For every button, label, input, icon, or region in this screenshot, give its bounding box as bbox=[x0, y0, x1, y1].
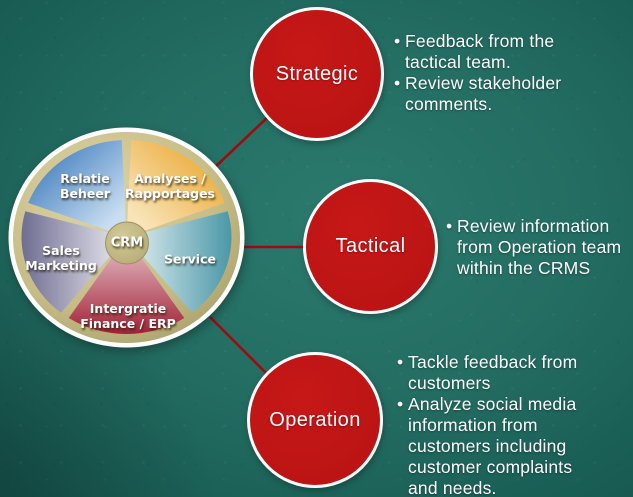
bullet-item: Feedback from the tactical team. bbox=[394, 31, 609, 73]
wheel-label-intergratie-finance-erp: Intergratie Finance / ERP bbox=[80, 301, 176, 331]
wheel-segment-service bbox=[126, 211, 232, 313]
bullet-item: Tackle feedback from customers bbox=[397, 352, 627, 394]
wheel-label-analyses-rapportages: Analyses / Rapportages bbox=[125, 171, 215, 201]
level-circle-label: Tactical bbox=[335, 235, 406, 257]
wheel-label-relatie-beheer: Relatie Beheer bbox=[59, 171, 111, 201]
notes-strategic: Feedback from the tactical team. Review … bbox=[394, 31, 609, 115]
notes-tactical: Review information from Operation team w… bbox=[446, 216, 631, 279]
bullet-item: Analyze social media information from cu… bbox=[397, 394, 627, 497]
bullet-item: Review stakeholder comments. bbox=[394, 73, 609, 115]
wheel-segment-analyses-rapportages bbox=[126, 140, 225, 237]
wheel-segment-sales-marketing bbox=[21, 211, 127, 313]
wheel-label-service: Service bbox=[164, 251, 216, 267]
wheel-segment-intergratie-finance-erp bbox=[68, 237, 185, 335]
level-circle-strategic: Strategic bbox=[250, 7, 384, 141]
connector-operation bbox=[209, 316, 273, 380]
level-circle-tactical: Tactical bbox=[303, 179, 438, 314]
bullet-item: Review information from Operation team w… bbox=[446, 216, 631, 279]
level-circle-label: Strategic bbox=[275, 62, 359, 85]
connector-strategic bbox=[211, 114, 271, 171]
level-circle-operation: Operation bbox=[247, 352, 383, 488]
notes-operation: Tackle feedback from customers Analyze s… bbox=[397, 352, 627, 497]
crm-wheel-graphic bbox=[8, 127, 245, 348]
level-circle-label: Operation bbox=[269, 408, 361, 431]
wheel-hub-label: CRM bbox=[110, 235, 144, 251]
crm-wheel: Relatie Beheer Analyses / Rapportages Se… bbox=[8, 127, 245, 348]
wheel-segment-relatie-beheer bbox=[28, 140, 127, 237]
wheel-label-sales-marketing: Sales Marketing bbox=[25, 243, 97, 273]
wheel-hub bbox=[105, 221, 149, 265]
